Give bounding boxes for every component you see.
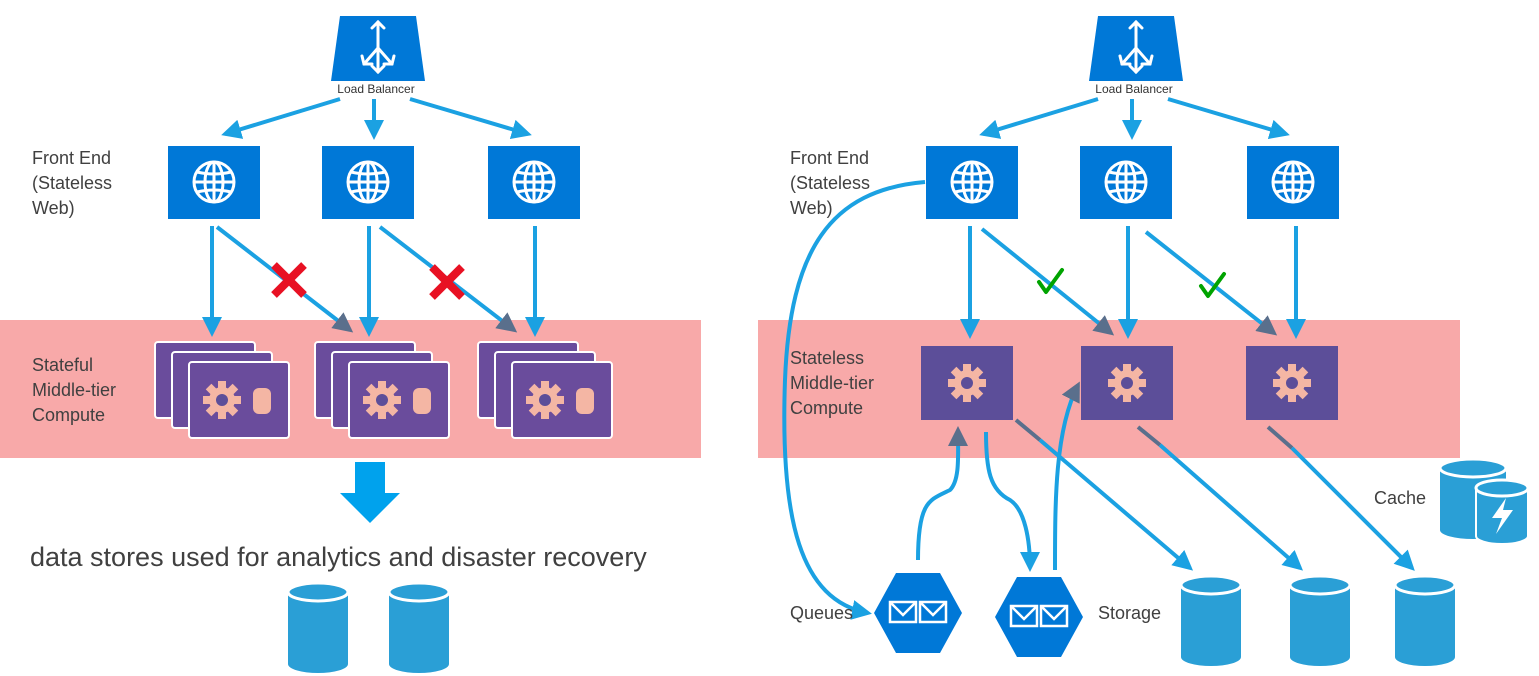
right-cross-arrow-2 bbox=[1144, 230, 1278, 336]
right-lb-arrow-1 bbox=[979, 97, 1099, 139]
storage-label: Storage bbox=[1098, 603, 1161, 623]
stateless-compute-icon-1 bbox=[921, 346, 1013, 420]
left-diagram: Load Balancer Front End (Stateless Web) … bbox=[30, 14, 647, 675]
down-arrow-icon bbox=[340, 462, 400, 523]
data-store-icon-2 bbox=[387, 581, 451, 675]
stateless-compute-icon-2 bbox=[1081, 346, 1173, 420]
storage-icon-2 bbox=[1288, 574, 1352, 668]
queues-label: Queues bbox=[790, 603, 853, 623]
data-disk-icon bbox=[413, 388, 431, 414]
right-load-balancer-icon bbox=[1087, 14, 1185, 83]
left-web-role-icon-2 bbox=[320, 144, 416, 221]
right-web-role-icon-2 bbox=[1078, 144, 1174, 221]
stateless-compute-icon-3 bbox=[1246, 346, 1338, 420]
compute-to-queue-arrow bbox=[984, 431, 1040, 572]
compute2-to-storage-arrow bbox=[1158, 443, 1304, 571]
stateful-compute-stack-2 bbox=[314, 341, 450, 439]
data-disk-icon bbox=[576, 388, 594, 414]
left-lb-arrow-3 bbox=[409, 97, 532, 140]
stateful-compute-stack-1 bbox=[154, 341, 290, 439]
stateful-compute-stack-3 bbox=[477, 341, 613, 439]
right-load-balancer-label: Load Balancer bbox=[1095, 82, 1172, 96]
data-disk-icon bbox=[253, 388, 271, 414]
right-front-end-label: Front End (Stateless Web) bbox=[790, 148, 875, 218]
queue-to-compute2-arrow bbox=[1053, 381, 1080, 571]
data-stores-caption: data stores used for analytics and disas… bbox=[30, 542, 647, 572]
cache-icon bbox=[1438, 457, 1530, 545]
queue-to-compute-arrow bbox=[916, 426, 969, 561]
right-web-role-icon-1 bbox=[924, 144, 1020, 221]
left-web-role-icon-3 bbox=[486, 144, 582, 221]
queue-icon-1 bbox=[872, 571, 964, 655]
blocked-cross-icon-2 bbox=[432, 267, 462, 297]
queue-icon-2 bbox=[993, 575, 1085, 659]
right-cross-arrow-1 bbox=[980, 227, 1115, 336]
left-load-balancer-label: Load Balancer bbox=[337, 82, 414, 96]
right-lb-arrow-3 bbox=[1167, 97, 1290, 140]
compute3-to-storage-arrow bbox=[1290, 446, 1415, 571]
frontend-to-queue-arrow bbox=[782, 180, 926, 620]
right-web-role-icon-3 bbox=[1245, 144, 1341, 221]
storage-icon-1 bbox=[1179, 574, 1243, 668]
left-load-balancer-icon bbox=[329, 14, 427, 83]
compute1-to-storage-arrow bbox=[1038, 438, 1194, 571]
left-front-end-label: Front End (Stateless Web) bbox=[32, 148, 117, 218]
left-middle-tier-label: Stateful Middle-tier Compute bbox=[32, 355, 121, 425]
blocked-cross-icon-1 bbox=[274, 265, 304, 295]
left-lb-arrow-1 bbox=[221, 97, 341, 139]
right-middle-tier-label: Stateless Middle-tier Compute bbox=[790, 348, 879, 418]
cache-label: Cache bbox=[1374, 488, 1426, 508]
data-store-icon-1 bbox=[286, 581, 350, 675]
storage-icon-3 bbox=[1393, 574, 1457, 668]
left-web-role-icon-1 bbox=[166, 144, 262, 221]
right-diagram: Load Balancer Front End (Stateless Web) … bbox=[782, 14, 1530, 668]
